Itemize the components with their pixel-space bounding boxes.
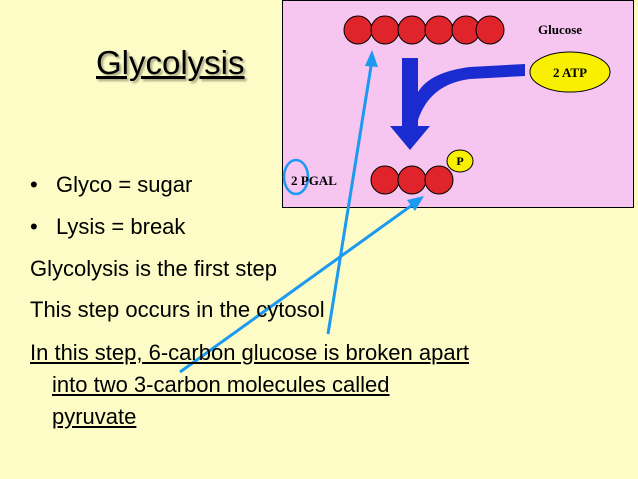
line-pyruvate: pyruvate: [52, 404, 137, 429]
glucose-label: Glucose: [538, 22, 583, 37]
glucose-carbon: [343, 15, 373, 45]
line-two-molecules: into two 3-carbon molecules called: [52, 372, 390, 397]
glucose-carbon: [397, 15, 427, 45]
pgal-carbon: [424, 165, 454, 195]
glucose-carbon: [424, 15, 454, 45]
pgal-carbon: [397, 165, 427, 195]
line-cytosol: This step occurs in the cytosol: [30, 297, 325, 322]
atp-oval: [529, 51, 611, 93]
phosphate-oval: [446, 149, 474, 173]
bullet-lysis: Lysis = break: [30, 214, 185, 240]
glucose-carbon: [475, 15, 505, 45]
line-broken-apart: In this step, 6-carbon glucose is broken…: [30, 340, 470, 365]
phosphate-label: P: [456, 153, 464, 168]
glucose-carbon: [370, 15, 400, 45]
annotation-arrow-to-pgal: [179, 196, 424, 374]
line-first-step: Glycolysis is the first step: [30, 256, 277, 281]
pgal-label: 2 PGAL: [291, 173, 337, 188]
glucose-carbon-chain: [343, 15, 505, 45]
pgal-carbon: [370, 165, 400, 195]
pgal-carbon-chain: [370, 165, 454, 195]
glycolysis-main-arrow: [390, 58, 525, 150]
slide-title: Glycolysis: [96, 44, 245, 81]
atp-label: 2 ATP: [552, 64, 588, 80]
annotation-circle: [282, 158, 310, 196]
bullet-glyco: Glyco = sugar: [30, 172, 192, 198]
annotation-arrow-to-glucose: [326, 50, 378, 335]
